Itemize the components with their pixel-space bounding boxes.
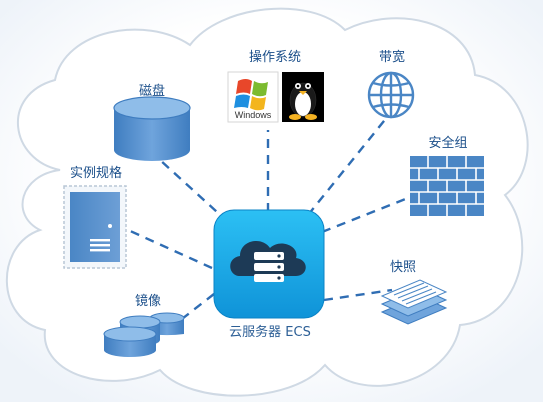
connector-bandwidth xyxy=(307,115,389,216)
windows-logo: Windows xyxy=(227,71,279,123)
label-disk: 磁盘 xyxy=(138,84,166,99)
snapshot-stack-icon xyxy=(380,279,448,325)
disk-cylinder-icon xyxy=(113,96,191,161)
connector-snapshot xyxy=(323,288,393,302)
firewall-icon xyxy=(410,156,484,216)
label-image: 镜像 xyxy=(134,294,162,309)
snapshot-node xyxy=(380,279,448,325)
globe-icon xyxy=(367,71,415,119)
instance-spec-node xyxy=(63,185,127,269)
bandwidth-node xyxy=(367,71,415,119)
cloud-server-icon xyxy=(230,241,306,282)
disk-node xyxy=(113,96,191,161)
center-ecs-node xyxy=(213,209,325,319)
label-bandwidth: 带宽 xyxy=(378,50,406,65)
label-snapshot: 快照 xyxy=(389,260,417,275)
linux-tux-icon xyxy=(282,72,324,122)
label-center-ecs: 云服务器 ECS xyxy=(229,325,311,340)
image-cylinders-icon xyxy=(103,312,185,357)
windows-text: Windows xyxy=(235,110,272,120)
label-os: 操作系统 xyxy=(248,50,302,65)
os-node: Windows xyxy=(227,71,324,123)
server-tower-icon xyxy=(63,185,127,269)
image-node xyxy=(103,312,185,357)
security-group-node xyxy=(410,156,484,216)
label-instance-spec: 实例规格 xyxy=(69,166,123,181)
label-security-group: 安全组 xyxy=(428,136,468,151)
